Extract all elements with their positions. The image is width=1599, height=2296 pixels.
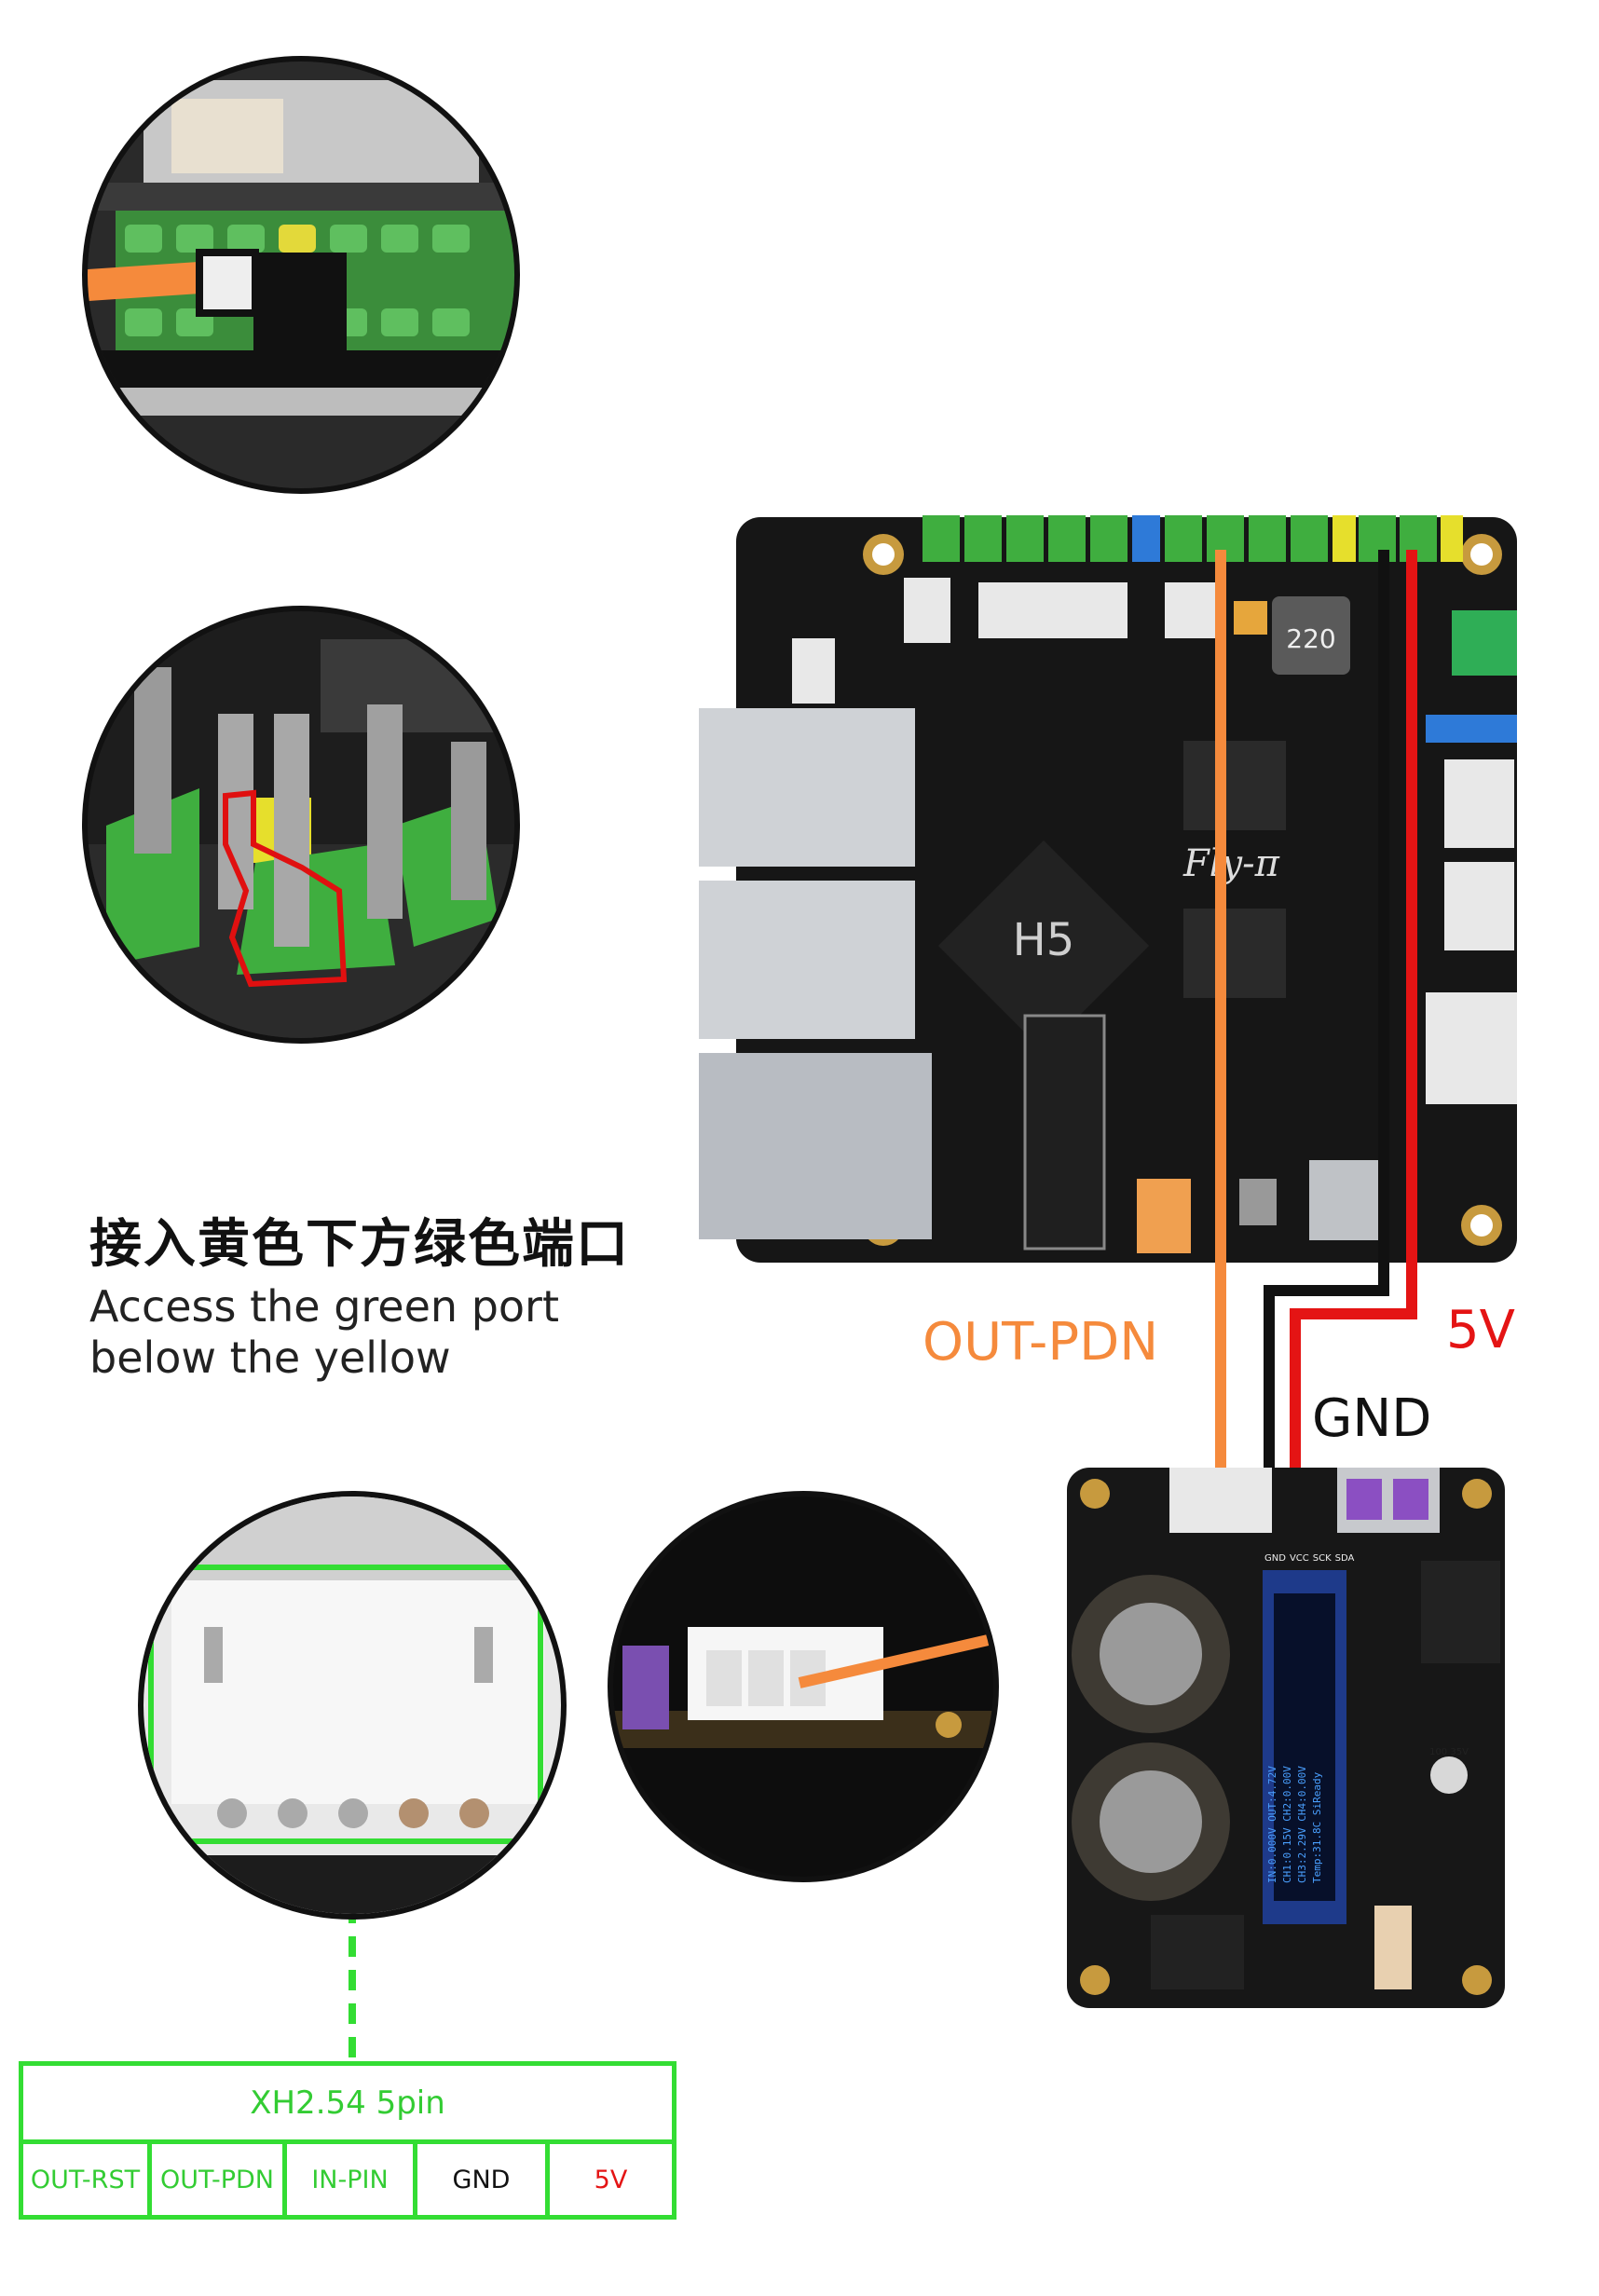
pin-gnd: GND: [417, 2144, 550, 2215]
fly-pi-board: 220 H5 Fly-π: [699, 508, 1519, 1267]
oled-pin-vcc: VCC: [1289, 1553, 1309, 1564]
xh-connector-illustration: [144, 1496, 561, 1914]
caption-chinese: 接入黄色下方绿色端口: [89, 1214, 630, 1275]
oled-line-2: CH1:0.15V CH2:0.00V: [1281, 1766, 1293, 1883]
pin-out-rst: OUT-RST: [23, 2144, 152, 2215]
header-plug-illustration: [88, 62, 514, 488]
connector-highlight-box: [148, 1565, 543, 1844]
zoom-photo-header-plug: [82, 56, 520, 494]
pin-out-pdn: OUT-PDN: [152, 2144, 287, 2215]
caption-english-line2: below the yellow: [89, 1332, 451, 1383]
connector-table-title: XH2.54 5pin: [23, 2066, 672, 2144]
board-illustration: 220 H5 Fly-π: [699, 515, 1517, 1263]
oled-line-3: CH3:2.29V CH4:0.00V: [1296, 1766, 1308, 1883]
capacitor-label: 100 35V: [1429, 1747, 1469, 1757]
inductor-label: 220: [1286, 623, 1335, 654]
power-module-board: IN:0.000V OUT:4.72V CH1:0.15V CH2:0.00V …: [1067, 1468, 1505, 2008]
wire-label-gnd: GND: [1312, 1388, 1432, 1449]
cable-plugged-illustration: [613, 1496, 993, 1877]
oled-pin-sck: SCK: [1312, 1553, 1332, 1564]
oled-header-labels: GND VCC SCK SDA: [1264, 1553, 1354, 1564]
connector-pin-row: OUT-RST OUT-PDN IN-PIN GND 5V: [23, 2144, 672, 2215]
pin-5v: 5V: [594, 2165, 628, 2194]
wire-label-5v: 5V: [1446, 1300, 1515, 1360]
oled-display-text: IN:0.000V OUT:4.72V CH1:0.15V CH2:0.00V …: [1265, 1579, 1327, 1887]
pin-in-pin: IN-PIN: [287, 2144, 417, 2215]
oled-pin-sda: SDA: [1334, 1553, 1355, 1564]
oled-pin-gnd: GND: [1264, 1553, 1286, 1564]
zoom-photo-xh-connector: [138, 1491, 567, 1920]
connector-pin-table: XH2.54 5pin OUT-RST OUT-PDN IN-PIN GND 5…: [19, 2061, 676, 2220]
soc-label: H5: [1013, 914, 1075, 966]
zoom-photo-cable-plugged: [608, 1491, 999, 1882]
wire-5v: [1290, 550, 1417, 1538]
power-module-illustration: [1067, 1468, 1505, 2008]
oled-line-1: IN:0.000V OUT:4.72V: [1266, 1766, 1278, 1883]
oled-line-4: Temp:31.8C SiReady: [1311, 1771, 1323, 1883]
highlight-outline: [223, 789, 348, 988]
board-logo: Fly-π: [1182, 842, 1280, 885]
wire-gnd: [1264, 550, 1389, 1538]
wire-label-out-pdn: OUT-PDN: [922, 1312, 1159, 1373]
caption-english-line1: Access the green port: [89, 1281, 559, 1332]
zoom-photo-green-pin: [82, 606, 520, 1044]
